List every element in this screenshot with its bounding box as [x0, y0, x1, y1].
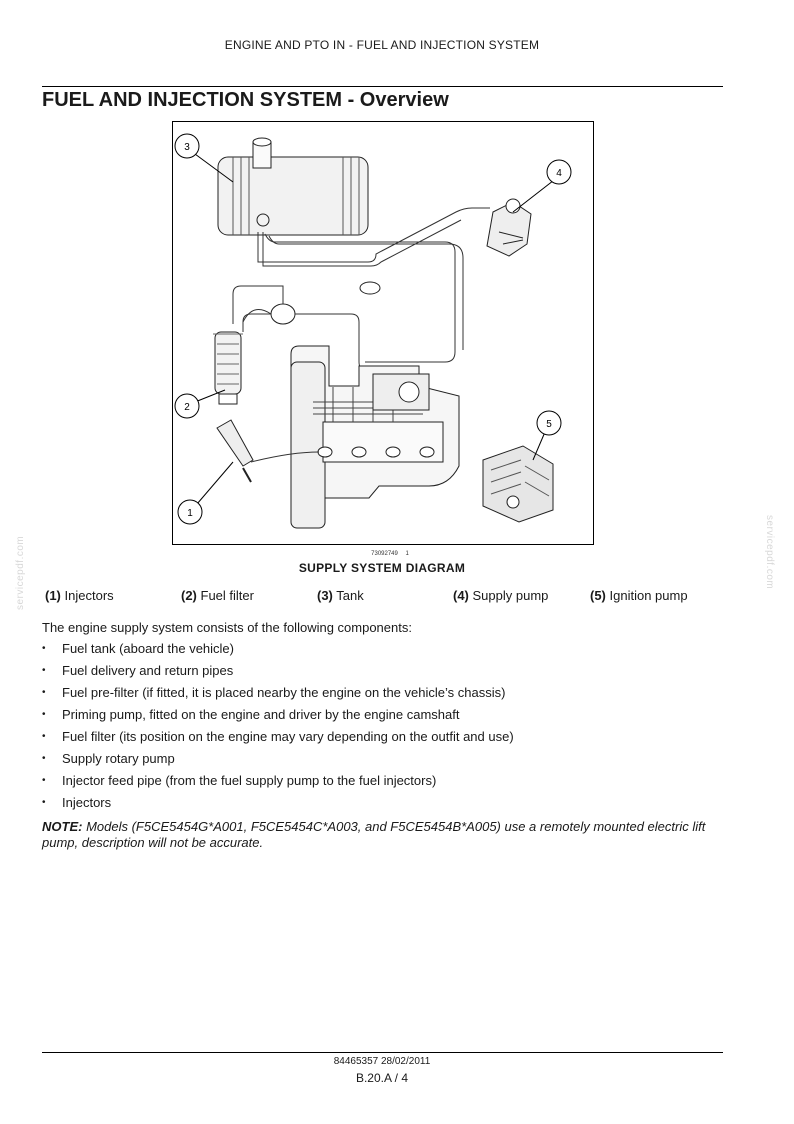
legend-number: (1)	[45, 588, 61, 603]
footer-document-id: 84465357 28/02/2011	[333, 1056, 431, 1067]
legend-label: Supply pump	[472, 588, 549, 603]
legend-item: (5) Ignition pump	[590, 588, 688, 603]
callout-4: 4	[556, 168, 562, 179]
supply-pump-drawing	[486, 198, 532, 257]
fuel-pipes-drawing	[232, 207, 490, 371]
list-item: Fuel filter (its position on the engine …	[42, 729, 514, 751]
intro-paragraph: The engine supply system consists of the…	[42, 620, 412, 635]
engine-injectors-drawing	[317, 446, 435, 458]
legend-number: (5)	[590, 588, 606, 603]
callout-leaders	[194, 153, 559, 505]
header-rule	[42, 86, 723, 87]
legend-label: Fuel filter	[200, 588, 254, 603]
fuel-tank-drawing	[217, 137, 369, 236]
list-item: Injector feed pipe (from the fuel supply…	[42, 773, 514, 795]
legend-item: (3) Tank	[317, 588, 364, 603]
callout-circles	[174, 133, 572, 525]
figure-reference: 73092749 1	[350, 551, 430, 557]
page-title: FUEL AND INJECTION SYSTEM - Overview	[42, 89, 449, 111]
callout-3: 3	[184, 142, 190, 153]
legend-label: Injectors	[64, 588, 114, 603]
callout-2: 2	[184, 402, 190, 413]
figure-ref-index: 1	[405, 551, 409, 557]
engine-block-drawing	[290, 345, 460, 529]
list-item: Priming pump, fitted on the engine and d…	[42, 707, 514, 729]
component-list: Fuel tank (aboard the vehicle) Fuel deli…	[42, 641, 514, 817]
footer-rule	[42, 1052, 723, 1053]
list-item: Fuel tank (aboard the vehicle)	[42, 641, 514, 663]
legend-number: (2)	[181, 588, 197, 603]
watermark-right: servicepdf.com	[764, 515, 775, 590]
supply-system-drawing: 1 2 3 4 5	[174, 133, 572, 529]
figure-ref-number: 73092749	[371, 551, 398, 557]
legend-label: Ignition pump	[609, 588, 688, 603]
list-item: Injectors	[42, 795, 514, 817]
watermark-left: servicepdf.com	[15, 535, 26, 610]
legend-number: (4)	[453, 588, 469, 603]
list-item: Fuel pre-filter (if fitted, it is placed…	[42, 685, 514, 707]
list-item: Supply rotary pump	[42, 751, 514, 773]
note-text: Models (F5CE5454G*A001, F5CE5454C*A003, …	[42, 819, 706, 850]
figure-caption: SUPPLY SYSTEM DIAGRAM	[298, 561, 466, 575]
callout-1: 1	[187, 508, 193, 519]
callout-5: 5	[546, 419, 552, 430]
running-header: ENGINE AND PTO IN - FUEL AND INJECTION S…	[224, 38, 540, 52]
legend-number: (3)	[317, 588, 333, 603]
fuel-filter-drawing	[213, 331, 243, 405]
injector-drawing	[216, 419, 320, 483]
legend-item: (4) Supply pump	[453, 588, 548, 603]
supply-system-figure: 1 2 3 4 5	[172, 121, 594, 545]
footer-page-number: B.20.A / 4	[355, 1071, 409, 1085]
note-label: NOTE:	[42, 819, 83, 834]
legend-item: (1) Injectors	[45, 588, 114, 603]
injection-pump-drawing	[482, 445, 554, 523]
list-item: Fuel delivery and return pipes	[42, 663, 514, 685]
legend-label: Tank	[336, 588, 364, 603]
legend-item: (2) Fuel filter	[181, 588, 254, 603]
note-paragraph: NOTE: Models (F5CE5454G*A001, F5CE5454C*…	[42, 819, 732, 851]
